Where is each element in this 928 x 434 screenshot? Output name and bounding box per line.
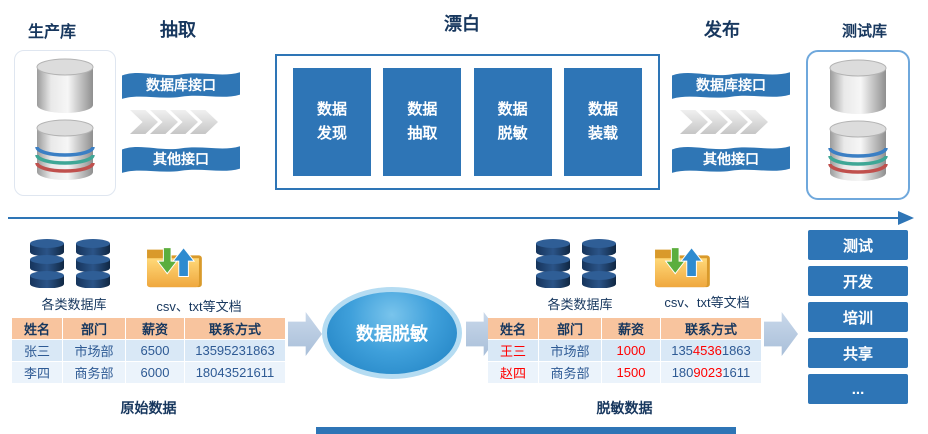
table-cell: 6500 bbox=[126, 340, 184, 361]
table-cell: 商务部 bbox=[63, 362, 125, 383]
extract-banner-other-interface: 其他接口 bbox=[122, 142, 240, 176]
table-cell: 市场部 bbox=[539, 340, 601, 361]
striped-database-icon bbox=[828, 120, 888, 181]
publish-banner1-label: 数据库接口 bbox=[696, 77, 766, 93]
target-sharing: 共享 bbox=[808, 338, 908, 368]
database-icon bbox=[36, 58, 94, 113]
header-cell: 联系方式 bbox=[185, 318, 285, 339]
ribbon-shape bbox=[672, 146, 790, 173]
target-more: ... bbox=[808, 374, 908, 404]
header-cell: 薪资 bbox=[602, 318, 660, 339]
bleach-container: 数据 发现 数据 抽取 数据 脱敏 数据 装载 bbox=[275, 54, 660, 190]
table-cell: 18043521611 bbox=[185, 362, 285, 383]
left-db-label: 各类数据库 bbox=[41, 297, 107, 312]
step-data-discovery: 数据 发现 bbox=[293, 68, 371, 176]
bottom-blue-strip bbox=[316, 427, 736, 434]
header-cell: 部门 bbox=[539, 318, 601, 339]
publish-banner-db-interface: 数据库接口 bbox=[672, 68, 790, 102]
extract-banner-db-interface: 数据库接口 bbox=[122, 68, 240, 102]
phone-prefix: 135 bbox=[671, 343, 693, 358]
masked-salary-cell: 1500 bbox=[602, 362, 660, 383]
masked-salary-cell: 1000 bbox=[602, 340, 660, 361]
right-files-label: csv、txt等文档 bbox=[664, 295, 750, 310]
table-cell: 市场部 bbox=[63, 340, 125, 361]
step-data-extraction: 数据 抽取 bbox=[383, 68, 462, 176]
original-data-caption: 原始数据 bbox=[120, 400, 177, 416]
masked-name-cell: 赵四 bbox=[488, 362, 538, 383]
stage-label-extract: 抽取 bbox=[160, 20, 196, 40]
header-cell: 姓名 bbox=[488, 318, 538, 339]
ribbon-shape bbox=[672, 72, 790, 99]
folder-sync-icon bbox=[655, 246, 710, 288]
publish-banner2-label: 其他接口 bbox=[703, 151, 759, 167]
extract-banner1-label: 数据库接口 bbox=[146, 77, 216, 93]
header-cell: 联系方式 bbox=[661, 318, 761, 339]
small-database-icon bbox=[30, 239, 64, 288]
publish-banner-other-interface: 其他接口 bbox=[672, 142, 790, 176]
ellipse-label: 数据脱敏 bbox=[356, 324, 428, 344]
phone-masked-part: 4536 bbox=[692, 343, 722, 358]
header-cell: 薪资 bbox=[126, 318, 184, 339]
stage-label-test: 测试库 bbox=[842, 23, 888, 40]
target-development: 开发 bbox=[808, 266, 908, 296]
stage-label-bleach: 漂白 bbox=[444, 14, 480, 34]
test-db-card bbox=[806, 50, 910, 200]
target-training: 培训 bbox=[808, 302, 908, 332]
publish-chevrons bbox=[680, 110, 768, 134]
small-database-icon bbox=[582, 239, 616, 288]
table-cell: 李四 bbox=[12, 362, 62, 383]
table-cell: 6000 bbox=[126, 362, 184, 383]
step-data-loading: 数据 装载 bbox=[563, 68, 642, 176]
small-database-icon bbox=[536, 239, 570, 288]
extract-banner2-label: 其他接口 bbox=[153, 151, 209, 167]
right-db-label: 各类数据库 bbox=[547, 297, 613, 312]
extract-chevrons bbox=[130, 110, 218, 134]
phone-suffix: 1863 bbox=[721, 343, 751, 358]
left-files-label: csv、txt等文档 bbox=[156, 299, 242, 314]
small-database-icon bbox=[76, 239, 110, 288]
database-icon bbox=[829, 59, 887, 114]
stage-label-publish: 发布 bbox=[704, 20, 740, 40]
table-cell: 张三 bbox=[12, 340, 62, 361]
masked-name-cell: 王三 bbox=[488, 340, 538, 361]
flow-arrow-icon bbox=[288, 312, 322, 356]
main-flow-arrow-icon bbox=[8, 211, 914, 225]
header-cell: 姓名 bbox=[12, 318, 62, 339]
ribbon-shape bbox=[122, 146, 240, 173]
ribbon-shape bbox=[122, 72, 240, 99]
flow-arrow-icon bbox=[764, 312, 798, 356]
original-data-table: 姓名 部门 薪资 联系方式 张三 市场部 6500 13595231863 李四… bbox=[12, 318, 285, 383]
phone-masked-part: 9023 bbox=[693, 365, 723, 380]
production-db-card bbox=[14, 50, 116, 196]
step-data-masking: 数据 脱敏 bbox=[473, 68, 552, 176]
phone-suffix: 1611 bbox=[722, 365, 751, 380]
striped-database-icon bbox=[35, 119, 95, 180]
header-cell: 部门 bbox=[63, 318, 125, 339]
table-cell: 13595231863 bbox=[185, 340, 285, 361]
folder-sync-icon bbox=[147, 246, 202, 288]
table-cell: 商务部 bbox=[539, 362, 601, 383]
stage-label-production: 生产库 bbox=[28, 24, 77, 41]
masked-data-caption: 脱敏数据 bbox=[596, 400, 653, 416]
data-masking-ellipse: 数据脱敏 bbox=[322, 287, 462, 379]
phone-prefix: 180 bbox=[671, 365, 694, 380]
target-test: 测试 bbox=[808, 230, 908, 260]
